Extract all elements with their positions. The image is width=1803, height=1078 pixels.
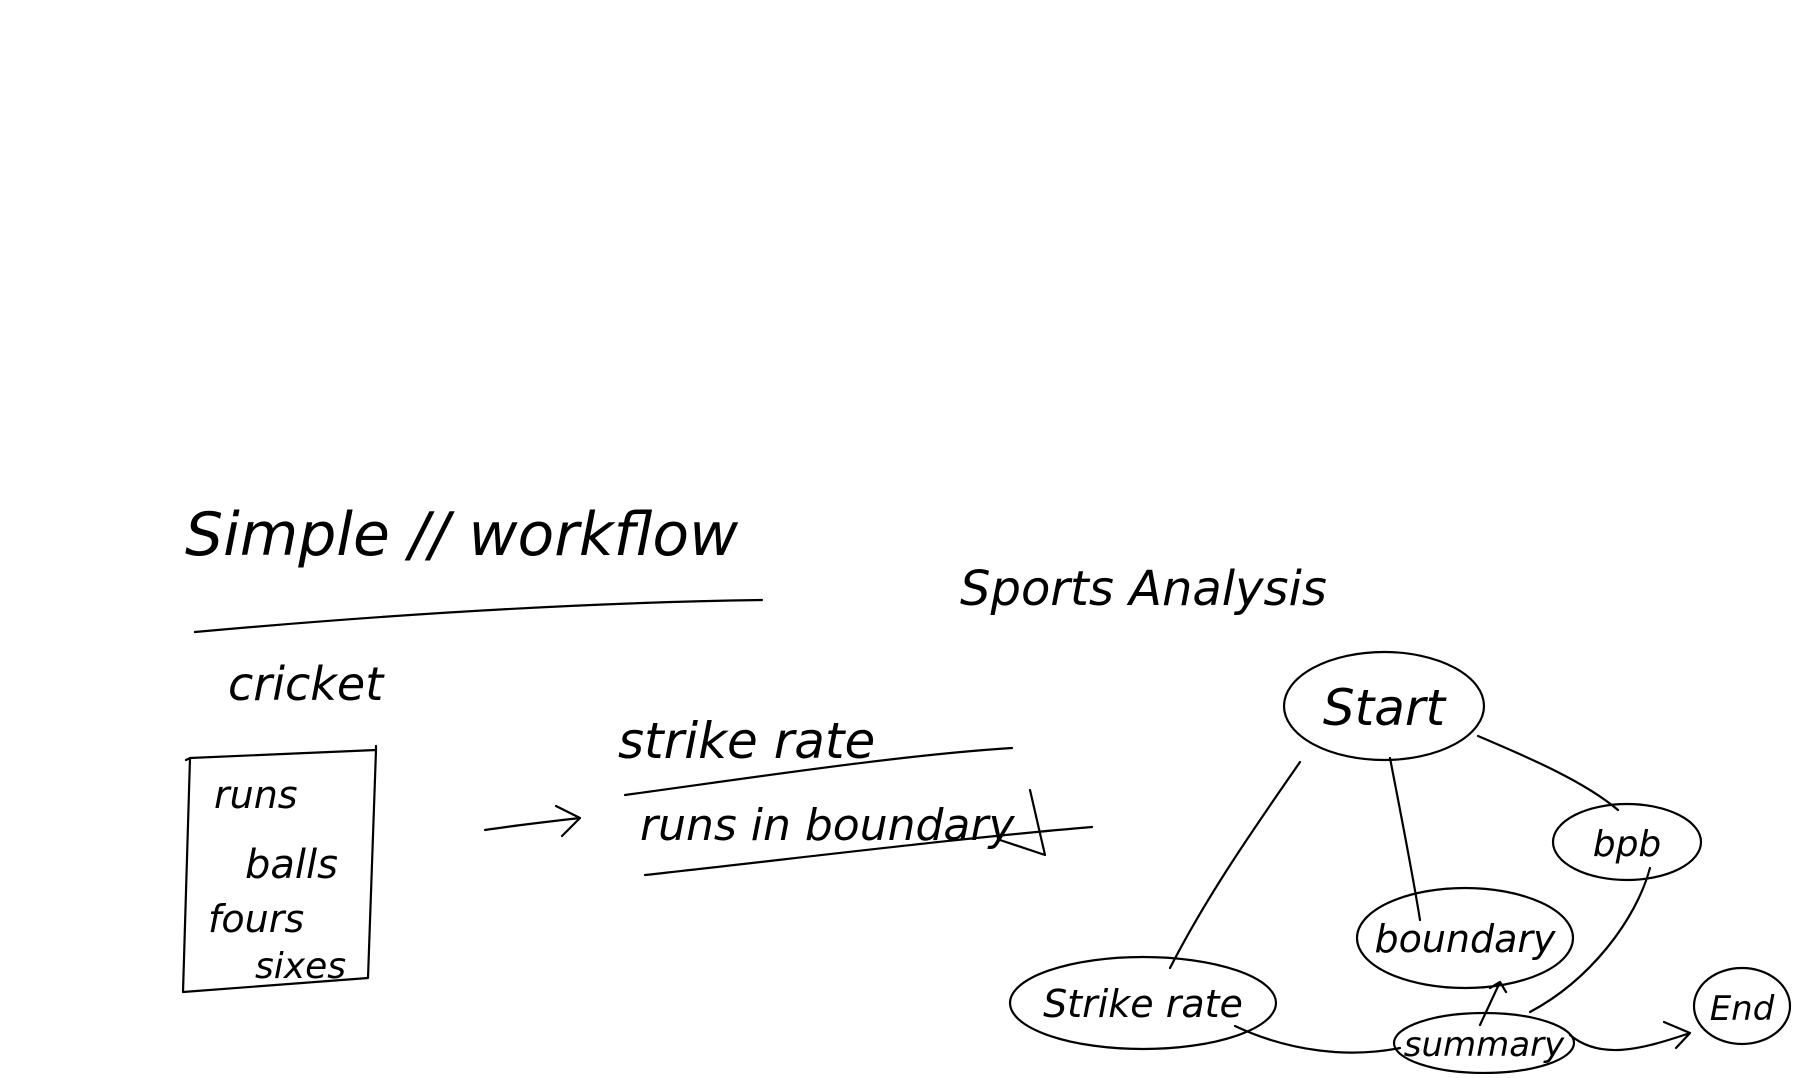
output-underline-1	[623, 746, 1014, 797]
input-to-output-arrow	[483, 804, 582, 838]
edge-start-strike-rate	[1168, 760, 1302, 970]
edge-start-bpb	[1476, 734, 1620, 812]
section-heading: cricket	[228, 657, 385, 711]
page-subtitle: Sports Analysis	[960, 561, 1327, 617]
edge-start-boundary	[1388, 756, 1422, 922]
node-strike-rate-label: Strike rate	[1043, 982, 1243, 1026]
input-item-sixes: sixes	[255, 946, 346, 987]
output-strike-rate: strike rate	[618, 712, 875, 770]
node-bpb	[1551, 802, 1703, 882]
input-box	[181, 744, 378, 994]
node-end	[1692, 966, 1792, 1046]
input-item-fours: fours	[208, 897, 304, 941]
node-boundary	[1355, 886, 1575, 990]
edge-strike-rate-summary	[1233, 1024, 1402, 1054]
output-underline-hook	[998, 788, 1047, 857]
input-item-balls: balls	[245, 842, 338, 888]
node-summary	[1392, 1011, 1576, 1075]
edge-bpb-summary	[1528, 866, 1652, 1014]
edge-summary-end	[1568, 1020, 1692, 1052]
node-start	[1282, 650, 1486, 762]
page-title: Simple // workflow	[185, 500, 739, 570]
node-start-label: Start	[1323, 679, 1448, 737]
node-summary-label: summary	[1404, 1025, 1565, 1065]
node-bpb-label: bpb	[1593, 824, 1662, 865]
output-runs-in-boundary: runs in boundary	[640, 800, 1015, 851]
output-underline-2	[643, 825, 1094, 877]
input-item-runs: runs	[214, 773, 298, 817]
node-end-label: End	[1710, 989, 1775, 1029]
edge-summary-boundary	[1478, 980, 1508, 1027]
node-strike-rate	[1008, 955, 1278, 1051]
node-boundary-label: boundary	[1374, 917, 1556, 961]
title-underline	[193, 598, 764, 634]
